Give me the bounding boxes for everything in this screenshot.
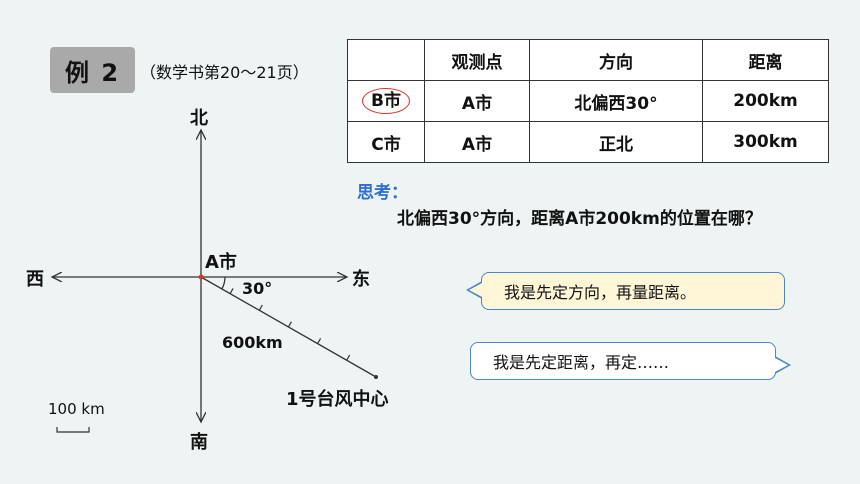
table-cell: 正北 <box>529 121 703 163</box>
center-city-label: A市 <box>205 252 237 273</box>
table-header-cell: 观测点 <box>424 39 530 81</box>
typhoon-point <box>374 375 378 379</box>
bubble-text: 我是先定距离，再定…… <box>493 353 670 372</box>
speech-bubble-direction-first: 我是先定方向，再量距离。 <box>466 272 785 310</box>
east-label: 东 <box>352 269 370 290</box>
observation-table: 观测点 方向 距离 B市 A市 北偏西30° 200km C市 A市 正北 30… <box>347 39 829 163</box>
table-cell: 300km <box>702 121 829 163</box>
direction-line <box>200 276 377 378</box>
table-cell: C市 <box>347 121 425 163</box>
bubble-text: 我是先定方向，再量距离。 <box>504 283 697 302</box>
center-point <box>198 274 204 280</box>
table-row: C市 A市 正北 300km <box>347 121 829 163</box>
west-label: 西 <box>26 269 44 290</box>
angle-arc <box>221 276 226 290</box>
angle-label: 30° <box>242 279 273 298</box>
typhoon-center-label: 1号台风中心 <box>286 389 389 410</box>
think-label: 思考： <box>357 183 408 203</box>
scale-bar <box>56 427 90 433</box>
circled-city: B市 <box>362 88 410 114</box>
table-header-cell: 距离 <box>702 39 829 81</box>
scale-label: 100 km <box>48 400 105 418</box>
distance-ticks <box>229 288 351 361</box>
page-reference: （数学书第20～21页） <box>140 63 309 82</box>
table-cell-circled: B市 <box>347 80 425 122</box>
north-label: 北 <box>190 108 208 129</box>
example-badge: 例 2 <box>50 47 135 93</box>
think-question: 北偏西30°方向，距离A市200km的位置在哪？ <box>397 209 762 229</box>
table-row: B市 A市 北偏西30° 200km <box>347 80 829 122</box>
table-header-row: 观测点 方向 距离 <box>347 39 829 81</box>
table-cell: 200km <box>702 80 829 122</box>
bubble-tail <box>775 358 788 372</box>
distance-label: 600km <box>222 333 283 352</box>
speech-bubble-distance-first: 我是先定距离，再定…… <box>470 342 791 380</box>
south-label: 南 <box>190 432 208 453</box>
table-cell: A市 <box>424 121 530 163</box>
bubble-tail <box>469 283 482 297</box>
